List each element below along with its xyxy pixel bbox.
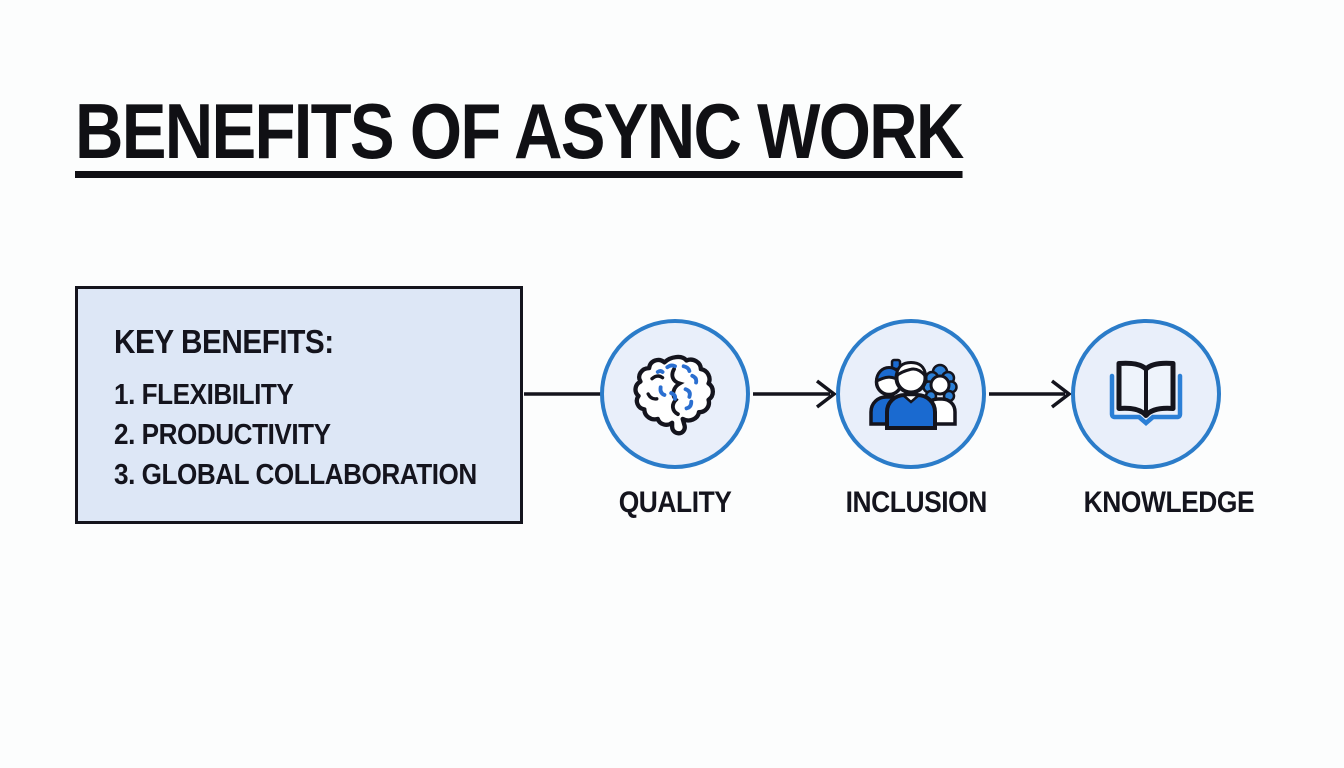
arrowhead-icon xyxy=(1050,379,1072,409)
page-title: BENEFITS OF ASYNC WORK xyxy=(75,92,964,179)
key-benefits-content: KEY BENEFITS: 1. FLEXIBILITY 2. PRODUCTI… xyxy=(78,289,520,495)
arrowhead-icon xyxy=(815,379,837,409)
node-label-knowledge: KNOWLEDGE xyxy=(1083,486,1255,519)
open-book-icon xyxy=(1109,360,1183,426)
key-benefits-heading: KEY BENEFITS: xyxy=(114,323,334,360)
brain-icon xyxy=(633,354,715,436)
key-benefits-box: KEY BENEFITS: 1. FLEXIBILITY 2. PRODUCTI… xyxy=(75,286,523,524)
flow-node-knowledge xyxy=(1071,319,1221,469)
node-label-inclusion: INCLUSION xyxy=(845,486,988,519)
flow-node-inclusion xyxy=(836,319,986,469)
benefit-item-productivity: 2. PRODUCTIVITY xyxy=(114,419,331,451)
benefit-item-flexibility: 1. FLEXIBILITY xyxy=(114,379,294,411)
people-group-icon xyxy=(869,358,958,430)
benefit-item-global-collaboration: 3. GLOBAL COLLABORATION xyxy=(114,459,477,491)
node-label-quality: QUALITY xyxy=(618,486,732,519)
flow-node-quality xyxy=(600,319,750,469)
